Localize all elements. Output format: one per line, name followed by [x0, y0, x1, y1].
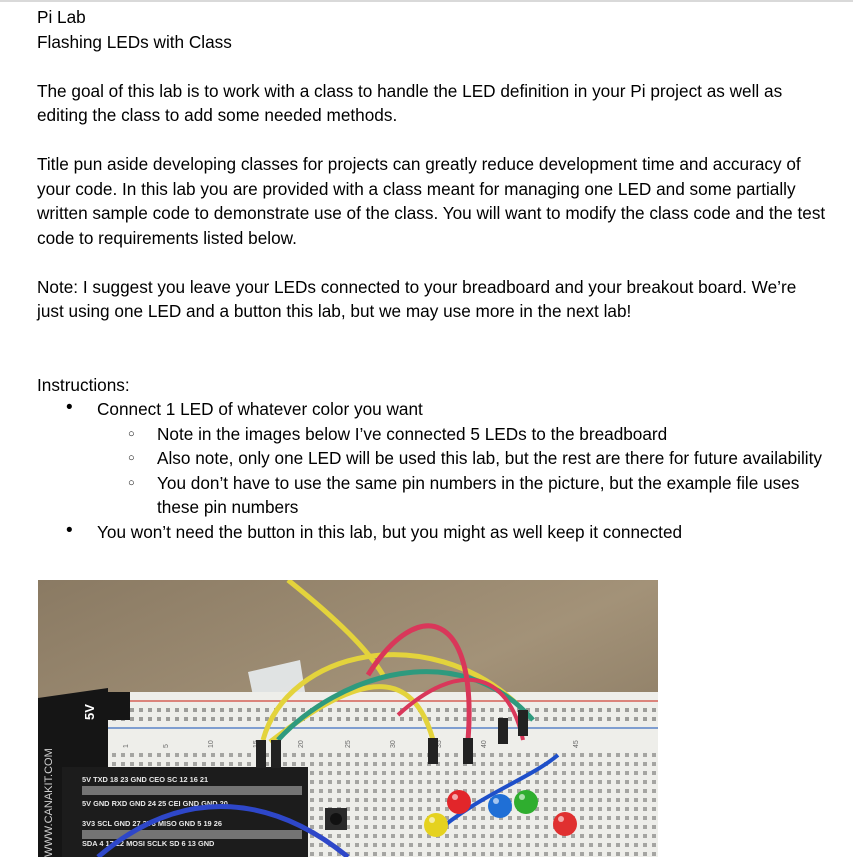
pin-label-row: 5V GND RXD GND 24 25 CEI GND GND 20 [82, 799, 228, 808]
sub-list-item: You don’t have to use the same pin numbe… [128, 471, 827, 520]
board-number: 20 [298, 740, 305, 748]
breadboard-photo: 5V WWW.CANAKIT.COM 5V TXD 18 23 GND CEO … [38, 580, 658, 857]
instructions-list: Connect 1 LED of whatever color you want… [37, 396, 827, 545]
led-red [447, 790, 471, 814]
canakit-text: WWW.CANAKIT.COM [43, 748, 55, 857]
led-green [514, 790, 538, 814]
board-number: 10 [208, 740, 215, 748]
note-paragraph: Note: I suggest you leave your LEDs conn… [37, 276, 797, 322]
pin-label-row: SDA 4 17 22 MOSI SCLK SD 6 13 GND [82, 839, 215, 848]
board-number: 30 [390, 740, 397, 748]
sub-list: Note in the images below I’ve connected … [97, 422, 827, 520]
doc-title: Pi Lab [37, 7, 86, 27]
doc-subtitle: Flashing LEDs with Class [37, 31, 232, 52]
document-body: Pi Lab Flashing LEDs with Class The goal… [37, 5, 827, 544]
led-red-2 [553, 812, 577, 836]
instructions-heading: Instructions: [37, 374, 130, 395]
page-top-border [0, 0, 853, 2]
sub-list-item: Note in the images below I’ve connected … [128, 422, 827, 447]
sub-list-item: Also note, only one LED will be used thi… [128, 446, 827, 471]
led-blue [488, 794, 512, 818]
led-group [424, 790, 577, 837]
board-number: 25 [345, 740, 352, 748]
led-yellow [424, 813, 448, 837]
board-number: 5 [163, 744, 170, 748]
breadboard-photo-drawing: 5V WWW.CANAKIT.COM 5V TXD 18 23 GND CEO … [38, 580, 658, 857]
board-number: 35 [436, 740, 443, 748]
list-item: Connect 1 LED of whatever color you want… [66, 396, 827, 520]
list-item: You won’t need the button in this lab, b… [66, 519, 827, 545]
board-number: 40 [481, 740, 488, 748]
board-number: 1 [123, 744, 130, 748]
pin-label-row: 5V TXD 18 23 GND CEO SC 12 16 21 [82, 775, 208, 784]
pun-paragraph: Title pun aside developing classes for p… [37, 154, 826, 248]
board-number: 45 [573, 740, 580, 748]
goal-paragraph: The goal of this lab is to work with a c… [37, 80, 783, 126]
power-label: 5V [82, 704, 97, 720]
list-item-text: Connect 1 LED of whatever color you want [97, 399, 423, 419]
